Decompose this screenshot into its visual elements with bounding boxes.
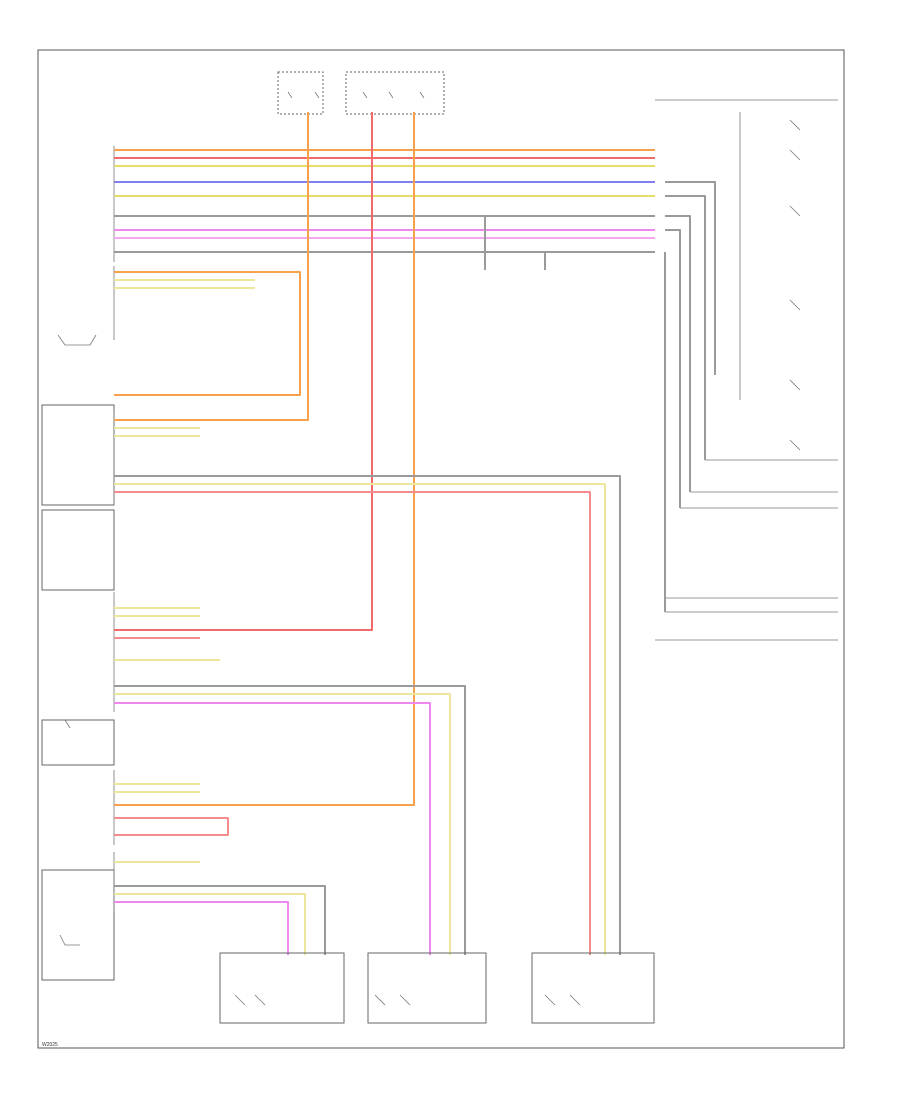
wire-gray (114, 885, 326, 955)
right-switch-panel (655, 99, 838, 641)
wire-layer (114, 112, 716, 955)
wire-salmon (114, 817, 229, 836)
wire-pink (114, 702, 431, 955)
wire-red (114, 112, 373, 631)
wire-lightyellow (114, 693, 451, 955)
wire-gray (114, 685, 466, 955)
top-fuse-group (277, 71, 445, 115)
wire-gray (665, 215, 691, 492)
wire-gray (665, 181, 716, 375)
module-blocks (41, 334, 115, 981)
wire-orange (114, 112, 415, 806)
wire-gray (114, 475, 621, 955)
diagram-id-label: W2025 (42, 1042, 58, 1048)
wire-gray (665, 195, 706, 460)
wire-orange (114, 271, 301, 396)
wire-lightyellow (114, 893, 306, 955)
wire-gray (665, 229, 681, 508)
diagram-border (37, 49, 845, 1049)
wire-orange (114, 112, 309, 421)
wire-pink (114, 901, 289, 955)
wire-salmon (114, 491, 591, 955)
door-lock-units (219, 952, 655, 1024)
wire-lightyellow (114, 483, 606, 955)
